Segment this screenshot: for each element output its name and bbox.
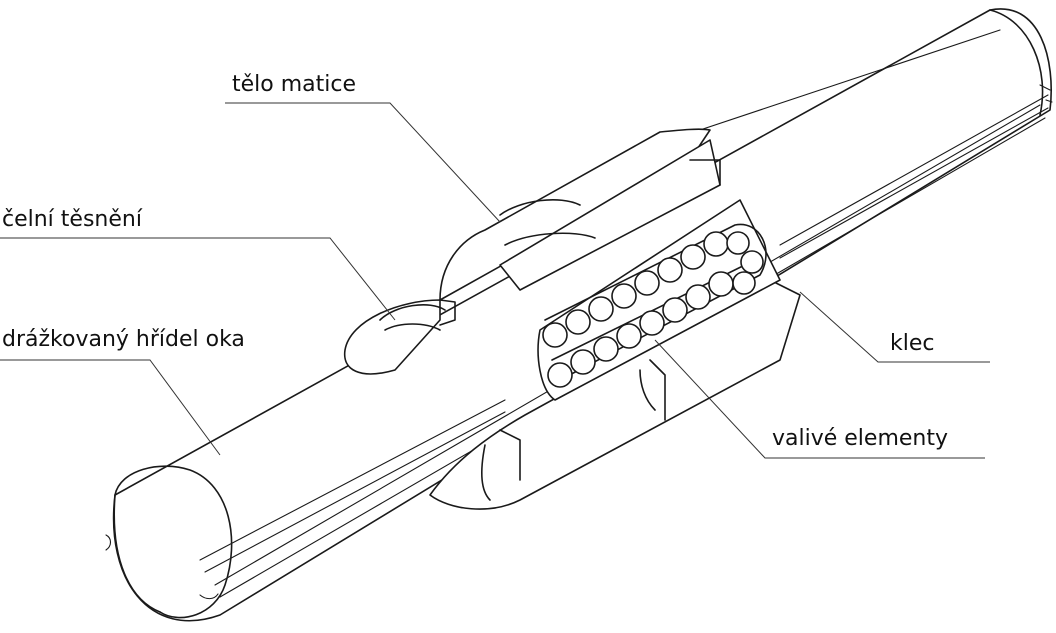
label-cage: klec bbox=[890, 331, 934, 356]
rolling-elements bbox=[542, 231, 764, 388]
label-face-seal: čelní těsnění bbox=[2, 207, 143, 232]
leader-rolling-elements bbox=[654, 339, 985, 459]
label-rolling-elements: valivé elementy bbox=[772, 426, 948, 451]
leader-cage bbox=[799, 291, 990, 363]
leader-lines bbox=[0, 102, 990, 459]
label-splined-shaft: drážkovaný hřídel oka bbox=[2, 327, 245, 352]
label-nut-body: tělo matice bbox=[232, 72, 356, 97]
leader-face-seal bbox=[0, 237, 396, 321]
leader-splined-shaft bbox=[0, 359, 221, 456]
leader-nut-body bbox=[225, 102, 501, 223]
